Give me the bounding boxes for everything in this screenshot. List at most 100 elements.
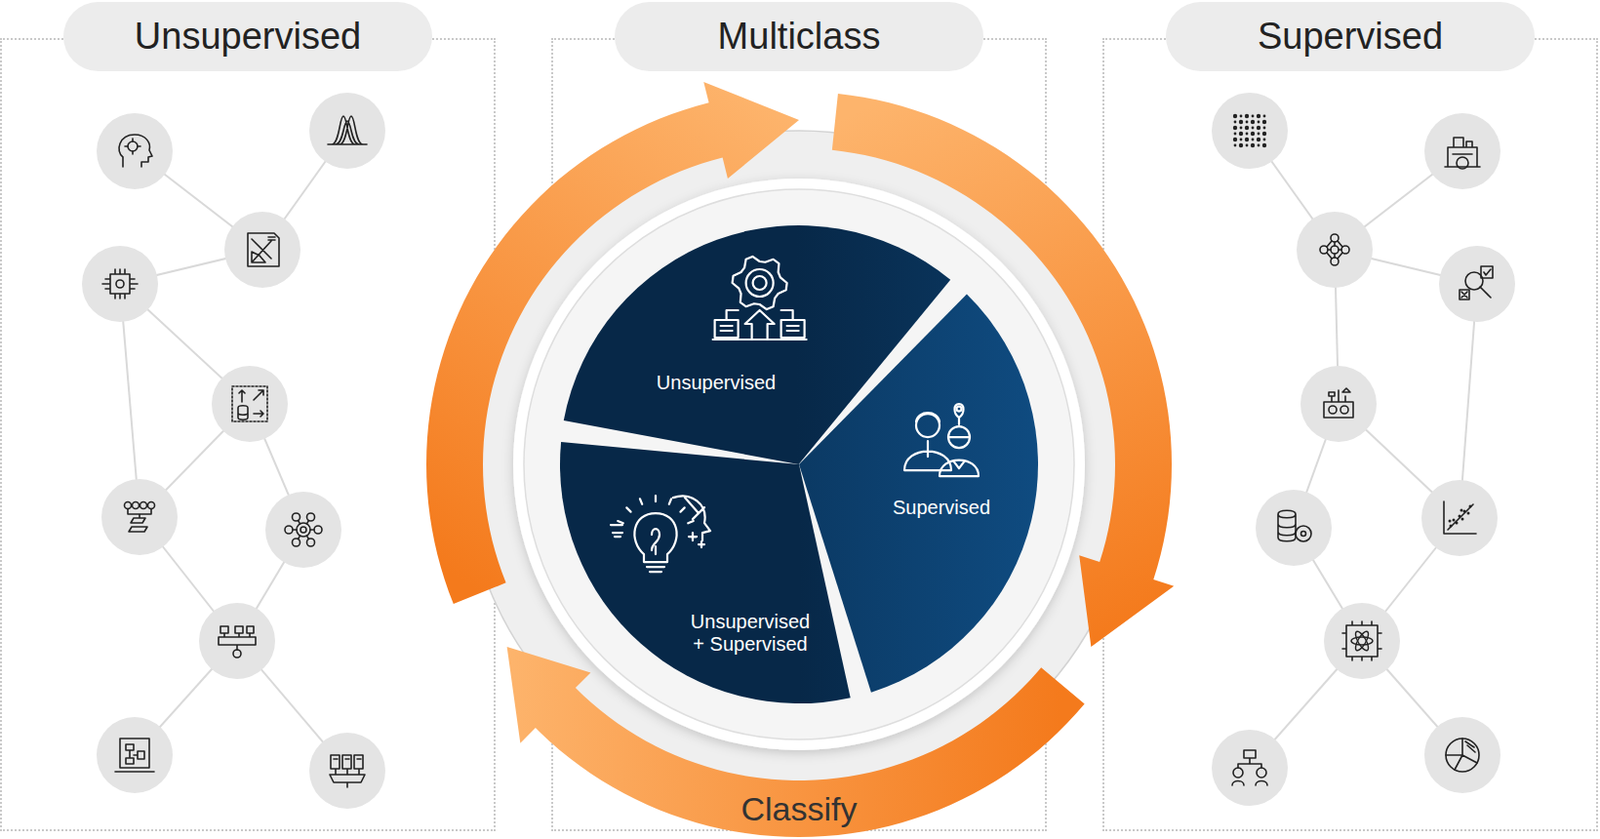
cycle-label: Classify [740,790,857,829]
graphic-part [1257,132,1261,136]
graphic-part [916,413,940,438]
graphic-part [1445,738,1478,770]
icon-badge [81,245,159,322]
graphic-part [1234,120,1238,124]
right-links [1249,130,1478,768]
icon-badge [1439,245,1516,322]
graphic-part [300,526,307,533]
graphic-part [1240,126,1243,130]
graphic-part [1461,518,1465,521]
graphic-part [233,649,241,658]
graphic-part [1448,520,1452,523]
graphic-part [1245,132,1249,136]
graphic-part [1455,521,1459,525]
icon-badge [1255,489,1332,566]
graphic-part [1257,144,1261,148]
sector-shape [560,431,861,704]
graphic-part [1244,114,1249,119]
graphic-part [1262,120,1267,124]
graphic-part [1233,767,1243,778]
graphic-part [124,138,141,155]
graphic-part [1211,92,1288,169]
graphic-part [713,310,807,340]
graphic-part [296,522,311,537]
graphic-part [81,245,159,322]
sector-icon [904,403,979,477]
graphic-part [614,535,621,538]
outer-disk [513,178,1085,751]
graphic-part [1239,131,1243,136]
graphic-part [1255,489,1332,566]
graphic-part [687,520,694,523]
graphic-part [1300,365,1377,442]
graphic-part [1452,519,1456,522]
graphic-part [1351,637,1373,645]
graphic-part [1353,629,1371,652]
graphic-part [1211,729,1288,806]
graphic-part [1251,115,1255,119]
graphic-part [298,520,301,523]
graphic-part [265,491,342,568]
graphic-part [127,141,138,152]
graphic-part [1458,515,1462,519]
icon-badge [101,479,178,556]
graphic-part [96,113,173,190]
graphic-part [1256,137,1261,142]
icon-badge [265,491,342,568]
icon-badge [1211,729,1288,806]
icon-badge [1424,113,1501,190]
graphic-part [1257,120,1261,124]
graphic-part [634,513,677,572]
graphic-part [1460,509,1464,513]
graphic-part [1443,501,1477,534]
inner-disk [523,189,1075,740]
graphic-part [199,602,276,680]
graphic-part [1263,115,1267,119]
graphic-part [732,256,788,310]
graphic-part [1233,114,1238,119]
graphic-part [1456,157,1469,169]
graphic-part [1240,138,1243,142]
graphic-part [904,412,952,471]
icon-badge [309,732,386,809]
graphic-part [1250,120,1255,124]
graphic-part [307,520,310,523]
graphic-part [1233,137,1238,142]
graphic-part [1295,525,1312,542]
icon-badge [96,113,173,190]
graphic-part [1444,137,1480,167]
graphic-part [119,134,153,167]
graphic-part [284,525,293,534]
graphic-part [1256,114,1261,119]
graphic-part [669,498,672,505]
graphic-part [211,365,288,442]
graphic-part [1251,138,1255,142]
graphic-part [1463,510,1467,514]
graphic-part [1232,750,1268,786]
graphic-part [124,502,132,510]
graphic-part [1424,113,1501,190]
icon-badge [1211,92,1288,169]
panel-heading: Unsupervised [63,1,433,72]
graphic-part [1245,120,1249,124]
graphic-part [1326,240,1343,259]
graphic-part [1323,602,1400,680]
graphic-part [939,403,979,477]
graphic-part [292,513,301,521]
graphic-part [148,502,156,510]
graphic-part [232,386,268,422]
graphic-part [96,717,173,794]
graphic-part [654,495,657,502]
graphic-part [957,405,962,411]
graphic-part [307,513,316,521]
graphic-part [1340,405,1349,414]
sector-label: Unsupervised + Supervised [690,610,810,656]
graphic-part [1469,505,1473,509]
graphic-part [309,732,386,809]
icon-badge [309,92,386,169]
pie-sector: Unsupervised + Supervised [560,431,861,704]
graphic-part [292,538,301,547]
graphic-part [1330,245,1339,254]
graphic-part [307,538,316,547]
graphic-part [1278,510,1296,542]
